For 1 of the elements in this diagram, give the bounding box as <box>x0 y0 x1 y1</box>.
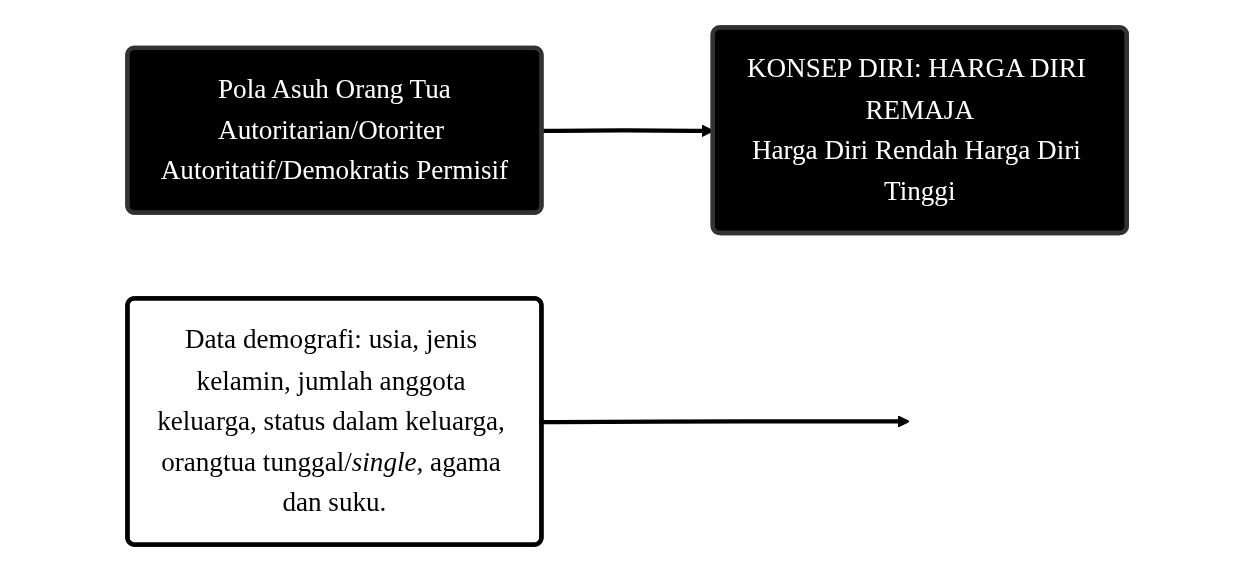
arrow <box>542 414 910 428</box>
